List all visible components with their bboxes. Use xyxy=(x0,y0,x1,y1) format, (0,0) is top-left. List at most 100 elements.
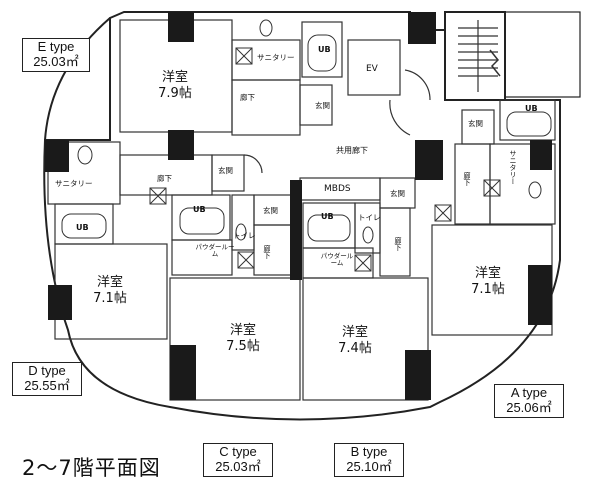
toilet-label-c: トイレ xyxy=(233,231,256,240)
toilet-fixture xyxy=(235,223,247,241)
e-hall xyxy=(231,79,301,136)
c-room-outline xyxy=(169,277,301,401)
room-d-size: 7.1帖 xyxy=(93,290,127,306)
a-ub xyxy=(499,99,556,141)
b-toilet xyxy=(354,202,381,254)
type-d-box: D type 25.55㎡ xyxy=(12,362,82,396)
cross-box xyxy=(483,179,501,197)
type-a-area: 25.06㎡ xyxy=(506,399,552,415)
e-ub xyxy=(301,21,343,78)
ev-label: EV xyxy=(366,64,378,74)
c-ub xyxy=(171,194,231,241)
type-b-name: B type xyxy=(350,444,388,459)
room-a-label: 洋室 7.1帖 xyxy=(458,266,518,297)
hallway-label-d: 廊下 xyxy=(157,174,172,183)
ub-label-a: UB xyxy=(525,104,538,113)
type-c-name: C type xyxy=(219,444,257,459)
tub-fixture xyxy=(179,207,225,235)
mbds-label: MBDS xyxy=(324,184,351,194)
type-c-area: 25.03㎡ xyxy=(215,458,261,474)
entrance-label-a: 玄関 xyxy=(468,119,483,128)
type-c-box: C type 25.03㎡ xyxy=(203,443,273,477)
type-b-area: 25.10㎡ xyxy=(346,458,392,474)
column xyxy=(168,12,194,42)
room-c-name: 洋室 xyxy=(229,323,256,338)
tub-fixture xyxy=(307,34,337,72)
room-a-name: 洋室 xyxy=(474,266,501,281)
type-d-name: D type xyxy=(28,363,66,378)
c-powder xyxy=(171,239,233,276)
ub-label-d: UB xyxy=(76,223,89,232)
room-e-label: 洋室 7.9帖 xyxy=(145,70,205,101)
c-toilet xyxy=(231,194,255,251)
stair-block xyxy=(444,11,506,101)
b-room-outline xyxy=(302,277,429,401)
hallway-label-a: 廊下 xyxy=(463,172,471,186)
tub-fixture xyxy=(506,111,552,137)
balcony-upper-right xyxy=(504,11,581,98)
room-b-name: 洋室 xyxy=(341,325,368,340)
entrance-label-b: 玄関 xyxy=(390,189,405,198)
ub-label-b: UB xyxy=(321,212,334,221)
floor-plan-title: 2〜7階平面図 xyxy=(22,456,161,480)
entrance-label-c: 玄関 xyxy=(263,206,278,215)
toilet-fixture xyxy=(259,19,273,37)
tub-fixture xyxy=(61,213,107,239)
room-d-label: 洋室 7.1帖 xyxy=(80,275,140,306)
e-entrance xyxy=(299,84,333,126)
entrance-label-e: 玄関 xyxy=(315,101,330,110)
room-e-size: 7.9帖 xyxy=(158,85,192,101)
d-entrance xyxy=(211,154,245,192)
type-e-box: E type 25.03㎡ xyxy=(22,38,90,72)
b-hall xyxy=(379,207,411,277)
room-d-name: 洋室 xyxy=(96,275,123,290)
room-b-size: 7.4帖 xyxy=(338,340,372,356)
sanitary-label-a: サニタリー xyxy=(509,150,517,185)
room-a-size: 7.1帖 xyxy=(471,281,505,297)
column xyxy=(168,130,194,160)
hallway-label-b: 廊下 xyxy=(394,237,402,251)
hallway-label-c: 廊下 xyxy=(263,245,271,259)
cross-box xyxy=(235,47,253,65)
cross-box xyxy=(149,187,167,205)
room-c-label: 洋室 7.5帖 xyxy=(213,323,273,354)
column xyxy=(530,140,552,170)
tub-fixture xyxy=(307,214,351,242)
cross-box xyxy=(237,251,255,269)
column xyxy=(290,180,302,280)
door-arc-d xyxy=(243,154,263,174)
sanitary-label-e: サニタリー xyxy=(257,53,295,62)
type-a-box: A type 25.06㎡ xyxy=(494,384,564,418)
cross-box xyxy=(354,254,372,272)
room-c-size: 7.5帖 xyxy=(226,338,260,354)
a-sanitary xyxy=(489,143,556,225)
stairs xyxy=(458,20,498,92)
sanitary-label-d: サニタリー xyxy=(55,179,93,188)
column xyxy=(415,140,443,180)
toilet-fixture xyxy=(77,145,93,165)
toilet-fixture xyxy=(528,181,542,199)
cross-box xyxy=(434,204,452,222)
type-d-area: 25.55㎡ xyxy=(24,377,70,393)
type-e-name: E type xyxy=(37,39,75,54)
powder-room-label-b: パウダールーム xyxy=(320,252,354,267)
column xyxy=(528,265,552,325)
ev-shaft xyxy=(347,39,401,96)
column xyxy=(405,350,431,400)
room-b-label: 洋室 7.4帖 xyxy=(325,325,385,356)
stair-break-line xyxy=(489,49,501,77)
outer-wall xyxy=(43,11,561,421)
ub-label-e: UB xyxy=(318,45,331,54)
type-e-area: 25.03㎡ xyxy=(33,53,79,69)
a-hall xyxy=(454,143,491,225)
column xyxy=(408,12,436,44)
left-curve-wall xyxy=(44,17,111,141)
type-a-name: A type xyxy=(510,385,548,400)
toilet-fixture xyxy=(362,226,374,244)
column xyxy=(45,140,69,172)
powder-room-label-c: パウダールーム xyxy=(195,243,235,258)
hallway-label-e: 廊下 xyxy=(240,93,255,102)
column xyxy=(48,285,72,320)
toilet-label-b: トイレ xyxy=(358,213,381,222)
